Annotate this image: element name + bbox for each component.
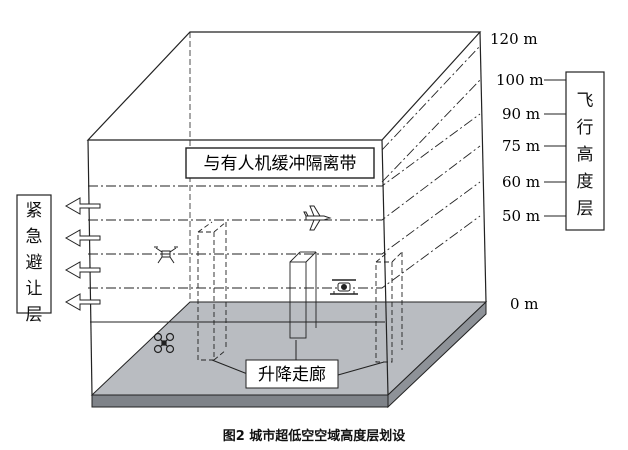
altitude-label-60: 60 m — [502, 173, 540, 191]
corridor-label: 升降走廊 — [258, 365, 326, 385]
flight-layer-box — [565, 71, 605, 231]
escape-arrow-icon — [64, 197, 101, 215]
emergency-layer-label: 紧 急 避 让 层 — [17, 198, 51, 328]
corridor-middle — [289, 261, 307, 339]
flight-layer-char: 行 — [576, 118, 594, 138]
corridor-label-box — [245, 359, 339, 389]
layer-line-60m — [88, 181, 481, 255]
ground-plane-side — [387, 300, 487, 409]
emergency-layer-char: 层 — [25, 305, 43, 325]
flight-layer-char: 层 — [576, 199, 594, 219]
flight-layer-char: 高 — [576, 145, 594, 165]
ground-plane-front — [91, 394, 389, 408]
emergency-layer-char: 避 — [25, 253, 43, 273]
quadcopter-icon — [154, 246, 178, 264]
escape-arrows — [64, 197, 101, 311]
flight-layer-label: 飞 行 高 度 层 — [566, 88, 604, 223]
buffer-label: 与有人机缓冲隔离带 — [204, 154, 357, 174]
altitude-label-90: 90 m — [502, 105, 540, 123]
altitude-label-0: 0 m — [510, 295, 539, 313]
altitude-label-50: 50 m — [502, 207, 540, 225]
escape-arrow-icon — [64, 261, 101, 279]
flight-layer-char: 度 — [576, 172, 594, 192]
flight-layer-char: 飞 — [576, 91, 594, 111]
altitude-label-120: 120 m — [490, 30, 538, 48]
layer-lines — [88, 45, 481, 289]
figure-caption: 图2 城市超低空空域高度层划设 — [222, 429, 406, 444]
altitude-label-75: 75 m — [502, 137, 540, 155]
helicopter-drone-icon — [330, 279, 358, 295]
altitude-ticks — [544, 79, 566, 217]
corridor-leaders — [211, 340, 385, 376]
escape-arrow-icon — [64, 229, 101, 247]
layer-line-120m-side — [381, 45, 481, 151]
box-top-face — [86, 31, 482, 141]
layer-line-75m — [88, 145, 481, 221]
box-back-right-edge — [479, 31, 487, 303]
corridor-left — [197, 231, 215, 361]
altitude-labels: 120 m 100 m 90 m 75 m 60 m 50 m 0 m — [490, 30, 544, 313]
multirotor-drone-icon — [153, 332, 175, 354]
layer-line-50m — [88, 215, 481, 289]
altitude-label-100: 100 m — [496, 71, 544, 89]
emergency-layer-char: 急 — [25, 227, 43, 247]
emergency-layer-box — [16, 194, 52, 314]
buffer-label-box — [185, 147, 375, 179]
fixed-wing-drone-icon — [303, 205, 332, 231]
layer-line-100m — [381, 79, 481, 183]
layer-line-90m — [88, 113, 481, 187]
escape-arrow-icon — [64, 293, 101, 311]
emergency-layer-char: 紧 — [25, 201, 43, 221]
box-front-right-edge — [381, 139, 389, 396]
emergency-layer-char: 让 — [25, 279, 43, 299]
